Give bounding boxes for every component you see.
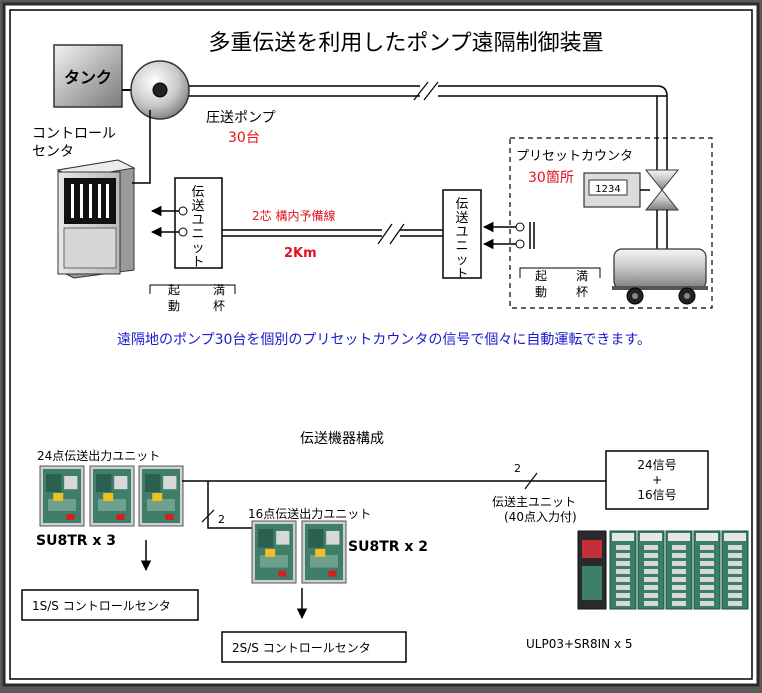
control-pump-wire bbox=[132, 110, 151, 184]
unit24-module-3 bbox=[138, 465, 184, 527]
branch-wire-count: 2 bbox=[218, 513, 225, 526]
master-unit-model: ULP03+SR8IN x 5 bbox=[526, 637, 633, 651]
left-full-label-2: 杯 bbox=[213, 299, 225, 313]
right-transmission-unit bbox=[442, 189, 482, 279]
right-unit-char-5: ト bbox=[455, 267, 468, 282]
pump-count: 30台 bbox=[228, 130, 260, 146]
unit24-modules bbox=[39, 465, 184, 527]
signal-line-1: 24信号 bbox=[637, 458, 676, 472]
description-text: 遠隔地のポンプ30台を個別のプリセットカウンタの信号で個々に自動運転できます。 bbox=[117, 332, 651, 348]
unit16-module-1 bbox=[251, 520, 297, 584]
master-io-module-5 bbox=[721, 530, 749, 610]
right-full-label-2: 杯 bbox=[576, 285, 588, 299]
master-io-module-3 bbox=[665, 530, 693, 610]
signal-line-2: 16信号 bbox=[637, 488, 676, 502]
master-unit-sub: (40点入力付) bbox=[504, 510, 577, 524]
left-unit-char-0: 伝 bbox=[191, 185, 204, 200]
preset-counter-label: プリセットカウンタ bbox=[516, 149, 633, 164]
spare-cable bbox=[222, 223, 443, 245]
signal-box bbox=[605, 450, 709, 510]
tanker-truck bbox=[612, 248, 708, 305]
frame-inner-border bbox=[9, 9, 753, 680]
unit24-module-2 bbox=[89, 465, 135, 527]
right-unit-char-1: 送 bbox=[455, 211, 468, 226]
unit24-module-1 bbox=[39, 465, 85, 527]
tank-label: タンク bbox=[64, 68, 112, 87]
bus-wire-count-slash bbox=[524, 472, 538, 490]
master-unit-modules bbox=[577, 530, 749, 610]
center1-box bbox=[21, 589, 199, 621]
branch-line bbox=[207, 481, 252, 529]
left-start-full-bracket bbox=[149, 284, 236, 294]
signal-plus: + bbox=[652, 473, 662, 487]
tank bbox=[53, 44, 123, 108]
right-full-label-1: 満 bbox=[576, 269, 588, 283]
right-unit-char-4: ッ bbox=[455, 253, 468, 268]
control-center-cabinet bbox=[56, 159, 136, 279]
right-start-label-1: 起 bbox=[535, 269, 547, 283]
left-full-label-1: 満 bbox=[213, 283, 225, 297]
master-cpu-module bbox=[577, 530, 607, 610]
pump-label: 圧送ポンプ bbox=[206, 110, 276, 126]
bus-wire-count: 2 bbox=[514, 462, 521, 475]
unit16-model: SU8TR x 2 bbox=[348, 539, 428, 555]
cable-label: 2芯 構内予備線 bbox=[252, 208, 335, 223]
center2-box bbox=[221, 631, 407, 663]
distance-label: 2Km bbox=[284, 246, 317, 261]
left-unit-char-2: ユ bbox=[191, 213, 204, 228]
control-center-label-1: コントロール bbox=[32, 126, 116, 142]
preset-count: 30箇所 bbox=[528, 169, 574, 186]
right-unit-char-2: ユ bbox=[455, 225, 468, 240]
counter-display-value: 1234 bbox=[595, 184, 620, 195]
unit16-module-2 bbox=[301, 520, 347, 584]
right-start-full-bracket bbox=[519, 267, 601, 278]
master-io-module-4 bbox=[693, 530, 721, 610]
right-unit-char-3: ニ bbox=[455, 239, 468, 254]
pump-hub bbox=[152, 82, 168, 98]
counter-display bbox=[588, 179, 628, 196]
preset-counter-area bbox=[509, 137, 713, 309]
master-io-module-2 bbox=[637, 530, 665, 610]
unit24-model: SU8TR x 3 bbox=[36, 533, 116, 549]
branch-wire-count-slash bbox=[201, 509, 215, 523]
master-unit-label: 伝送主ユニット bbox=[492, 494, 576, 509]
equipment-section-title: 伝送機器構成 bbox=[300, 431, 384, 447]
master-io-module-1 bbox=[609, 530, 637, 610]
left-start-label-1: 起 bbox=[168, 283, 180, 297]
right-unit-inputs bbox=[482, 221, 535, 250]
unit24-label: 24点伝送出力ユニット bbox=[37, 448, 160, 463]
left-unit-char-4: ッ bbox=[191, 241, 204, 256]
center2-label: 2S/S コントロールセンタ bbox=[232, 641, 371, 655]
center1-label: 1S/S コントロールセンタ bbox=[32, 599, 171, 613]
left-unit-char-3: ニ bbox=[191, 227, 204, 242]
left-unit-char-5: ト bbox=[191, 255, 204, 270]
left-transmission-unit bbox=[174, 177, 223, 269]
left-start-label-2: 動 bbox=[168, 299, 180, 313]
diagram-title: 多重伝送を利用したポンプ遠隔制御装置 bbox=[208, 31, 603, 56]
right-unit-char-0: 伝 bbox=[455, 197, 468, 212]
unit16-modules bbox=[251, 520, 347, 584]
left-unit-char-1: 送 bbox=[191, 199, 204, 214]
discharge-pipe bbox=[189, 81, 668, 172]
left-unit-outputs bbox=[150, 205, 188, 238]
right-start-label-2: 動 bbox=[535, 285, 547, 299]
control-center-label-2: センタ bbox=[32, 144, 74, 160]
valve bbox=[644, 169, 680, 211]
unit16-label: 16点伝送出力ユニット bbox=[248, 506, 371, 521]
